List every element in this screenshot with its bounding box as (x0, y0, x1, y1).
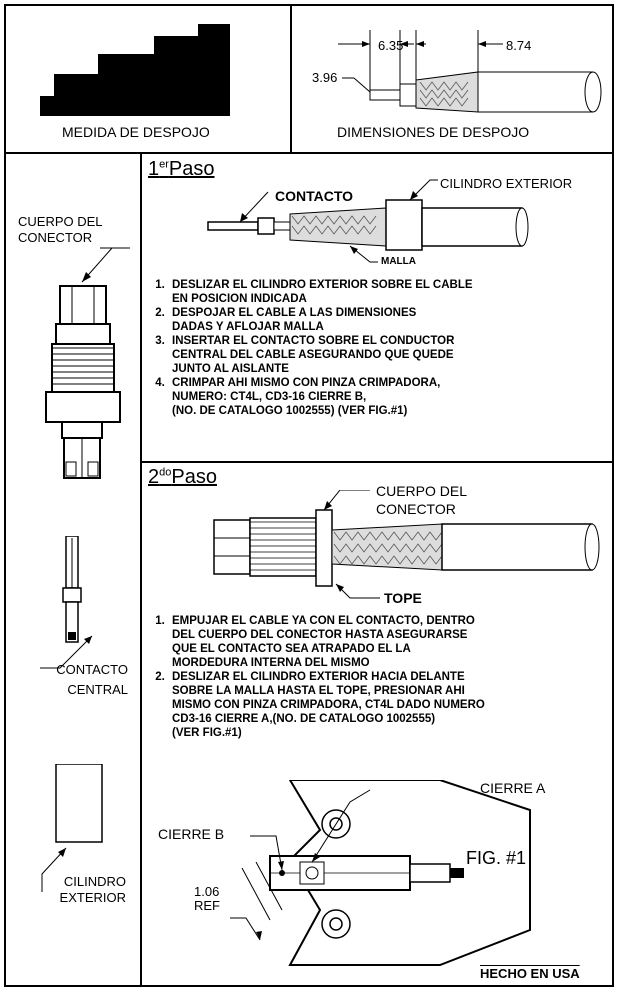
step1-contact-label: CONTACTO (275, 188, 354, 204)
divider-top (4, 152, 614, 154)
ref-label: REF (194, 898, 220, 913)
ref-value: 1.06 (194, 884, 220, 899)
divider-steps (140, 461, 614, 463)
step2-item: DESLIZAR EL CILINDRO EXTERIOR HACIA DELA… (168, 670, 620, 740)
connector-body-label: CUERPO DEL CONECTOR (18, 214, 103, 245)
center-contact-label: CONTACTO CENTRAL (56, 662, 128, 697)
contact-leader (40, 635, 93, 669)
step1-cylinder-label: CILINDRO EXTERIOR (440, 176, 573, 191)
strip-dimensions-drawing (338, 30, 602, 113)
step1-item: INSERTAR EL CONTACTO SOBRE EL CONDUCTORC… (168, 334, 620, 376)
step1-item: DESLIZAR EL CILINDRO EXTERIOR SOBRE EL C… (168, 278, 620, 306)
step1-title: 1erPaso (148, 158, 215, 180)
step1-item: DESPOJAR EL CABLE A LAS DIMENSIONESDADAS… (168, 306, 620, 334)
dim-c-value: 8.74 (506, 38, 532, 53)
step2-stop-label: TOPE (384, 590, 422, 606)
fig-label: FIG. #1 (466, 848, 527, 868)
step1-instructions: DESLIZAR EL CILINDRO EXTERIOR SOBRE EL C… (148, 278, 620, 418)
crimp-tool-drawing (230, 780, 531, 966)
step2-drawing (213, 490, 600, 599)
step2-item: EMPUJAR EL CABLE YA CON EL CONTACTO, DEN… (168, 614, 620, 670)
sheet-frame (4, 4, 614, 987)
center-contact-drawing (62, 536, 82, 643)
connector-body-drawing (45, 247, 130, 479)
divider-left-col (140, 152, 142, 987)
dim-a-value: 3.96 (312, 70, 338, 85)
outer-cylinder-drawing (41, 764, 103, 892)
step1-drawing (207, 179, 529, 263)
made-in-label: HECHO EN USA (480, 966, 580, 981)
strip-dimensions-caption: DIMENSIONES DE DESPOJO (337, 124, 530, 140)
step2-instructions: EMPUJAR EL CABLE YA CON EL CONTACTO, DEN… (148, 614, 620, 740)
step2-body-label: CUERPO DEL CONECTOR (376, 483, 468, 517)
strip-gauge-caption: MEDIDA DE DESPOJO (62, 124, 210, 140)
closure-a-label: CIERRE A (480, 780, 546, 796)
outer-cylinder-label: CILINDRO EXTERIOR (59, 874, 126, 905)
divider-top-mid (290, 4, 292, 153)
dim-b-value: 6.35 (378, 38, 404, 53)
strip-gauge-graphic (40, 24, 230, 116)
step1-mesh-label: MALLA (381, 256, 416, 267)
step2-title: 2doPaso (148, 466, 217, 488)
step1-item: CRIMPAR AHI MISMO CON PINZA CRIMPADORA,N… (168, 376, 620, 418)
closure-b-label: CIERRE B (158, 826, 225, 842)
